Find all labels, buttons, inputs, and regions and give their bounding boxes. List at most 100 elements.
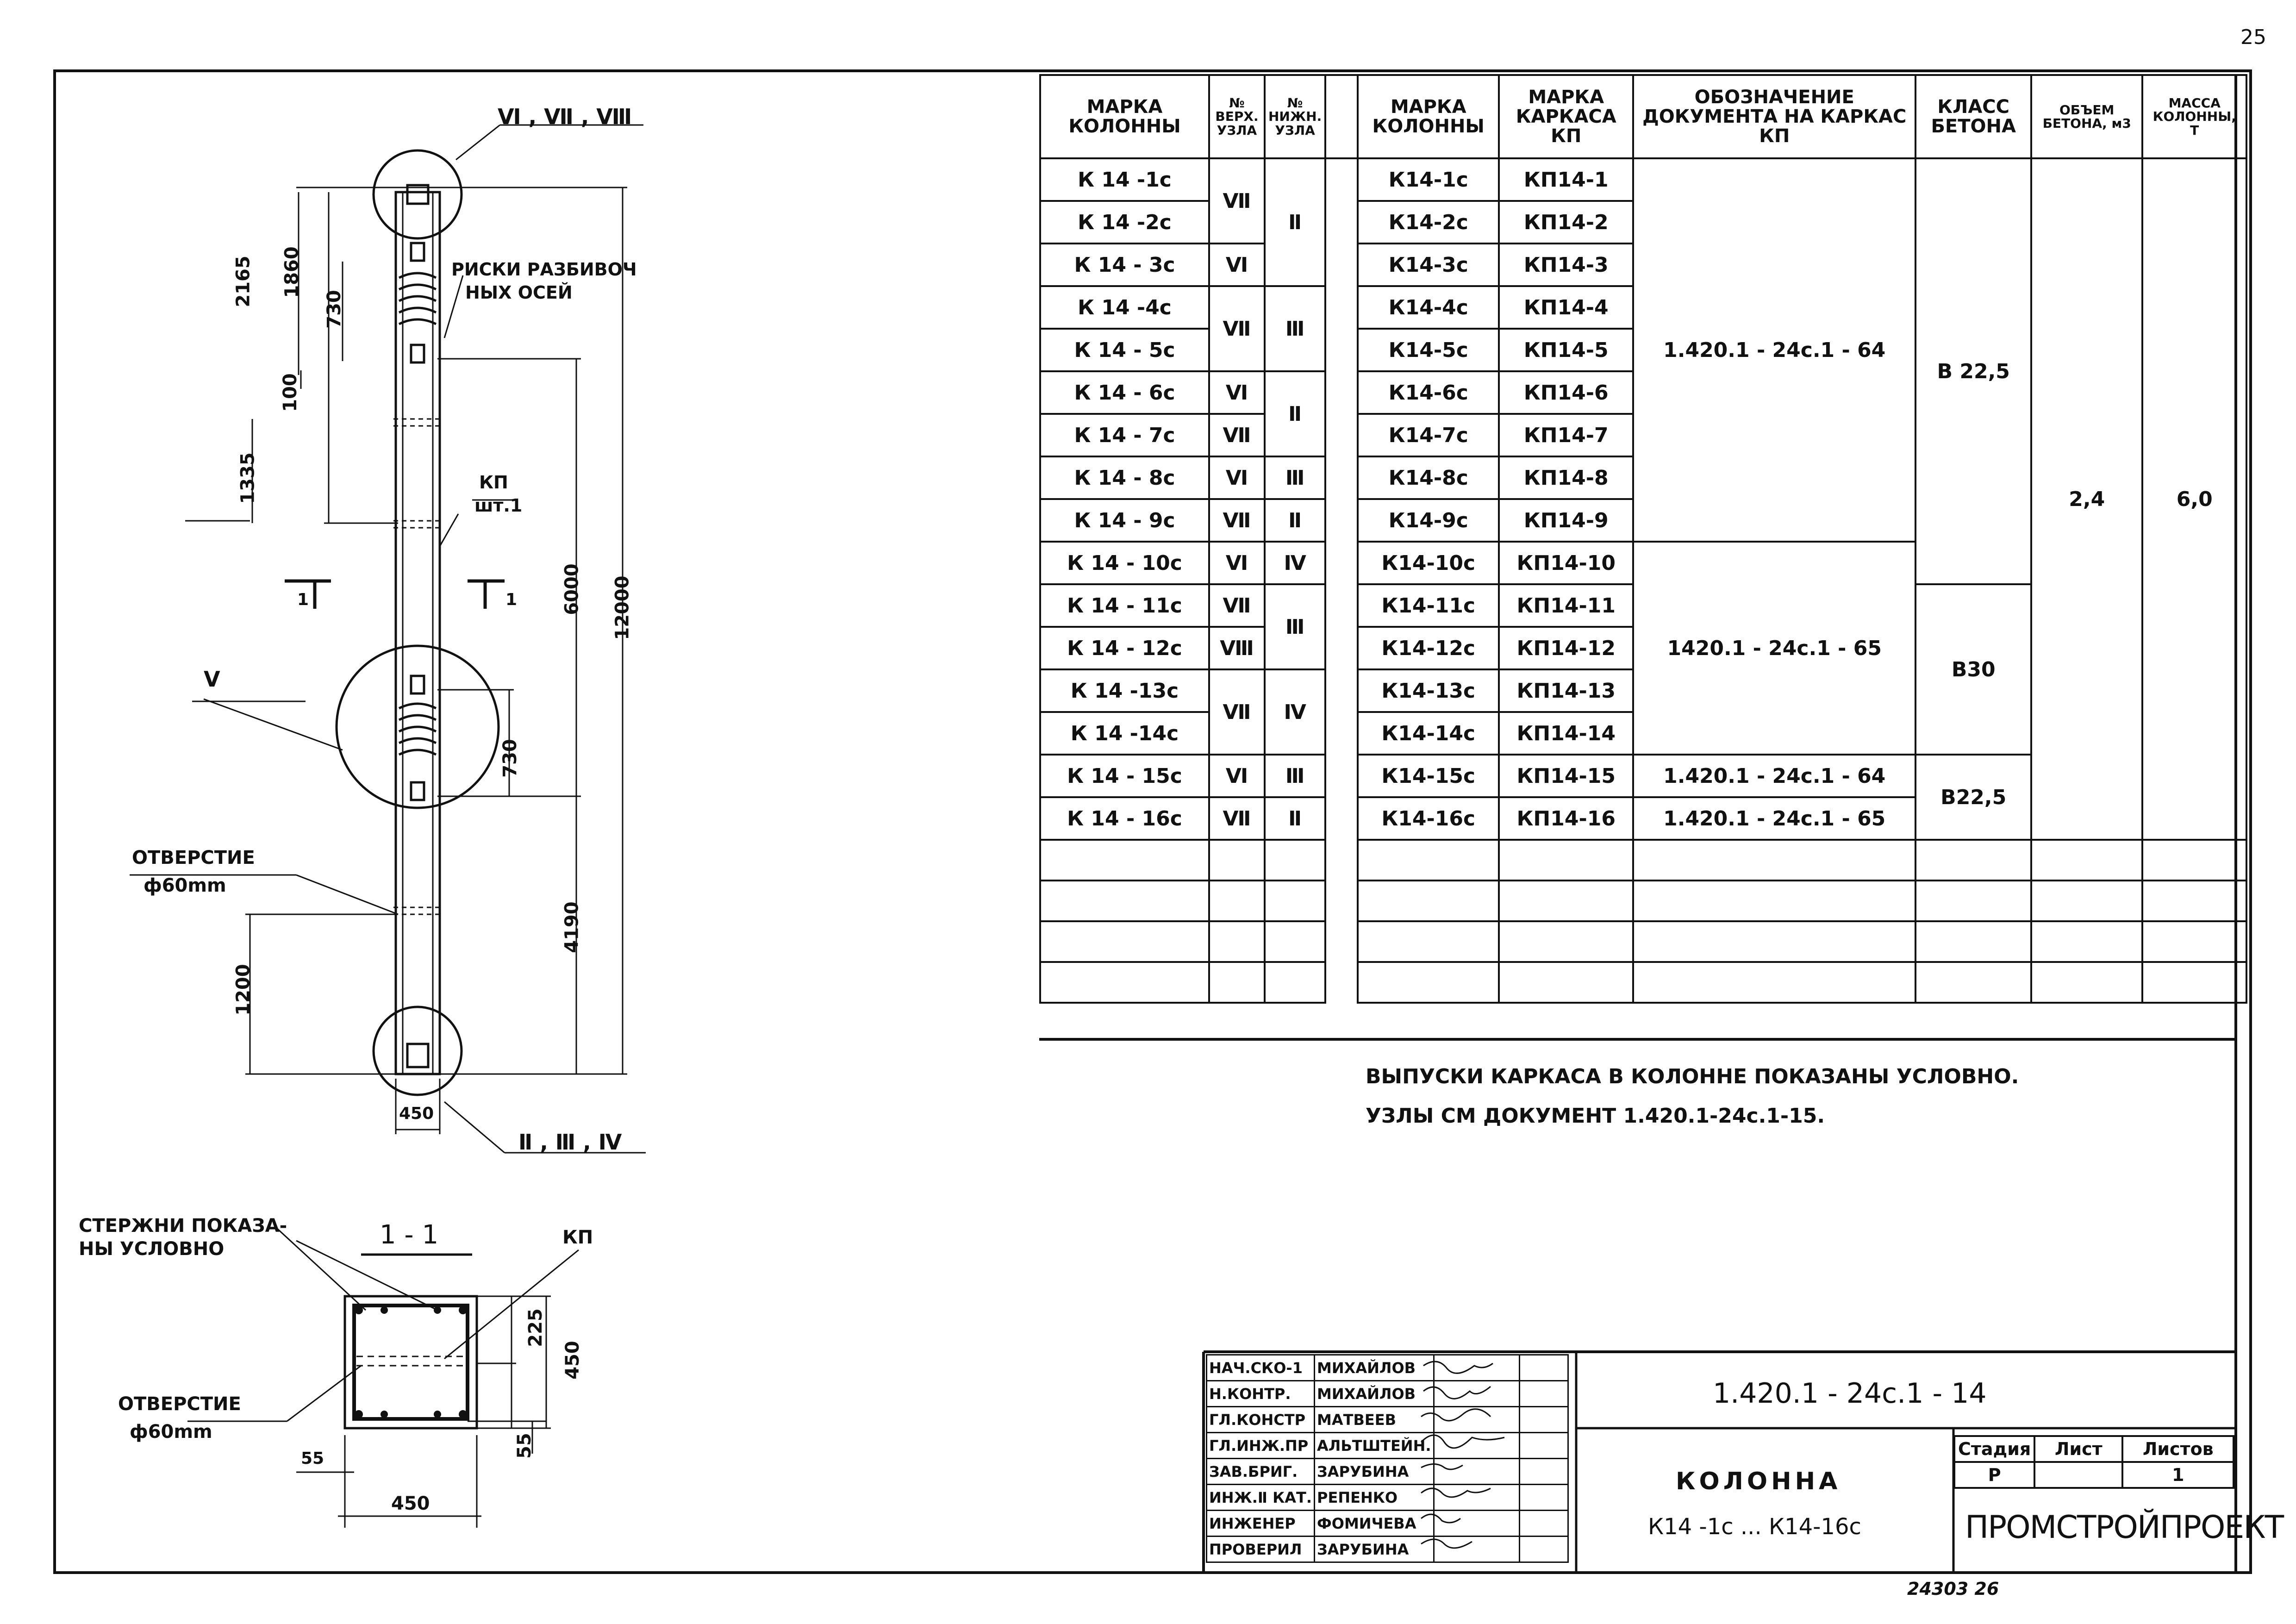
cell-top-node: Ⅶ	[1208, 668, 1266, 756]
sec-dim-450-h: 450	[391, 1493, 430, 1514]
section-mark-left: 1	[297, 590, 309, 609]
sheets-header: Листов	[2121, 1435, 2235, 1463]
header-column-mark: МАРКА КОЛОННЫ	[1039, 74, 1210, 159]
cell-frame: КП14-15	[1498, 754, 1635, 798]
table-row: К 14 - 3с Ⅵ К14-3с КП14-3	[1039, 243, 2246, 287]
table-row: К 14 - 16с Ⅶ Ⅱ К14-16с КП14-16 1.420.1 -…	[1039, 796, 2246, 841]
table-row: К 14 - 12с Ⅷ К14-12с КП14-12	[1039, 626, 2246, 670]
stage-header: Стадия	[1953, 1435, 2036, 1463]
table-row: К 14 - 6с Ⅵ Ⅱ К14-6с КП14-6	[1039, 370, 2246, 457]
cell-mark-2: К14-4с	[1357, 285, 1500, 330]
cell-document: 1.420.1 - 24с.1 - 64	[1632, 157, 1917, 543]
drawing-range: К14 -1с ... К14-16с	[1648, 1514, 1861, 1540]
cell-document: 1.420.1 - 24с.1 - 64	[1632, 754, 1917, 798]
cell-frame: КП14-6	[1498, 370, 1635, 415]
cell-mark: К 14 -4с	[1039, 285, 1210, 330]
sec-dim-225: 225	[524, 1308, 546, 1347]
cell-mass: 6,0	[2141, 157, 2248, 841]
top-loop	[410, 242, 425, 262]
cell-top-node: Ⅶ	[1208, 583, 1266, 628]
hole-size-label: ф60mm	[144, 875, 226, 896]
header-frame-mark: МАРКА КАРКАСА КП	[1498, 74, 1635, 159]
table-row: К 14 - 10с Ⅵ Ⅳ К14-10с КП14-10 1420.1 - …	[1039, 541, 2246, 756]
role-cell: ГЛ.ИНЖ.ПР	[1205, 1432, 1316, 1459]
cell-mark: К 14 - 15с	[1039, 754, 1210, 798]
kp-count-label: шт.1	[474, 495, 523, 516]
cell-mark: К 14 -1с	[1039, 157, 1210, 202]
cell-mark-2: К14-7с	[1357, 413, 1500, 457]
gap-column	[1324, 158, 1359, 1003]
sheet-header: Лист	[2034, 1435, 2124, 1463]
cell-frame: КП14-9	[1498, 498, 1635, 543]
section-kp-label: КП	[562, 1227, 593, 1248]
footer-code: 24303 26	[1907, 1579, 1999, 1599]
top-nodes-label: Ⅵ , Ⅶ , Ⅷ	[498, 104, 632, 129]
cell-mark: К 14 - 10с	[1039, 541, 1210, 585]
cell-bottom-node: Ⅳ	[1263, 668, 1327, 756]
role-cell: Н.КОНТР.	[1205, 1380, 1316, 1407]
cell-bottom-node: Ⅳ	[1263, 541, 1327, 585]
mid-node-circle	[335, 644, 500, 809]
cell-concrete: В22,5	[1915, 754, 2033, 841]
sheet-value	[2034, 1461, 2124, 1489]
empty-row	[1039, 839, 2248, 881]
cell-frame: КП14-2	[1498, 200, 1635, 244]
cell-top-node: Ⅵ	[1208, 370, 1266, 415]
name-cell: АЛЬТШТЕЙН.	[1314, 1432, 1435, 1459]
cell-bottom-node: Ⅲ	[1263, 754, 1327, 798]
date-cell	[1518, 1458, 1569, 1485]
dim-1860: 1860	[281, 246, 303, 298]
table-row: К 14 - 11с Ⅶ Ⅲ К14-11с КП14-11 В30	[1039, 583, 2246, 756]
cell-mark: К 14 -2с	[1039, 200, 1210, 244]
date-cell	[1518, 1354, 1569, 1381]
cell-concrete: В30	[1915, 583, 2033, 756]
dim-6000: 6000	[561, 563, 583, 615]
signature-row: Н.КОНТР.МИХАЙЛОВ	[1205, 1380, 1569, 1407]
cell-top-node: Ⅵ	[1208, 243, 1266, 287]
table-row: К 14 - 15с Ⅵ Ⅲ К14-15с КП14-15 1.420.1 -…	[1039, 754, 2246, 841]
signature-cell	[1433, 1510, 1520, 1537]
role-cell: НАЧ.СКО-1	[1205, 1354, 1316, 1381]
name-cell: МИХАЙЛОВ	[1314, 1354, 1435, 1381]
cell-mark-2: К14-6с	[1357, 370, 1500, 415]
date-cell	[1518, 1510, 1569, 1537]
dim-450-width: 450	[399, 1104, 434, 1123]
signature-row: ЗАВ.БРИГ.ЗАРУБИНА	[1205, 1458, 1569, 1485]
table-row: К 14 -2с К14-2с КП14-2	[1039, 200, 2246, 244]
cell-mark: К 14 - 3с	[1039, 243, 1210, 287]
signature-row: ИНЖ.Ⅱ КАТ.РЕПЕНКО	[1205, 1484, 1569, 1511]
header-gap	[1324, 74, 1359, 159]
empty-row	[1039, 920, 2248, 963]
table-row: К 14 -1с Ⅶ Ⅱ К14-1с КП14-1 1.420.1 - 24с…	[1039, 157, 2248, 1003]
cell-mark-2: К14-2с	[1357, 200, 1500, 244]
dim-12000: 12000	[611, 575, 633, 640]
table-row: К 14 - 5с К14-5с КП14-5	[1039, 328, 2246, 372]
cell-mark-2: К14-5с	[1357, 328, 1500, 372]
drawing-title: КОЛОННА	[1676, 1468, 1841, 1495]
cell-mark-2: К14-3с	[1357, 243, 1500, 287]
bottom-nodes-label: Ⅱ , Ⅲ , Ⅳ	[518, 1130, 622, 1155]
section-outline	[343, 1295, 478, 1430]
sec-dim-450-v: 450	[562, 1341, 583, 1380]
date-cell	[1518, 1380, 1569, 1407]
dim-100: 100	[279, 373, 301, 412]
name-cell: ЗАРУБИНА	[1314, 1458, 1435, 1485]
sheets-value: 1	[2121, 1461, 2235, 1489]
role-cell: ЗАВ.БРИГ.	[1205, 1458, 1316, 1485]
note-line-2: УЗЛЫ СМ ДОКУМЕНТ 1.420.1-24с.1-15.	[1366, 1104, 1825, 1128]
sec-dim-55-left: 55	[301, 1449, 324, 1468]
cell-top-node: Ⅶ	[1208, 285, 1266, 372]
empty-row	[1039, 880, 2248, 922]
header-top-node: № ВЕРХ. УЗЛА	[1208, 74, 1266, 159]
date-cell	[1518, 1406, 1569, 1433]
date-cell	[1518, 1536, 1569, 1563]
mid-node-label: Ⅴ	[204, 667, 220, 692]
document-code: 1.420.1 - 24с.1 - 14	[1713, 1377, 1987, 1410]
cell-mark-2: К14-12с	[1357, 626, 1500, 670]
hole-label: ОТВЕРСТИЕ	[132, 847, 255, 868]
stage-table: Стадия Лист Листов Р 1	[1953, 1435, 2235, 1489]
signature-cell	[1433, 1406, 1520, 1433]
note-line-1: ВЫПУСКИ КАРКАСА В КОЛОННЕ ПОКАЗАНЫ УСЛОВ…	[1366, 1065, 2019, 1088]
dim-1200: 1200	[232, 964, 254, 1016]
